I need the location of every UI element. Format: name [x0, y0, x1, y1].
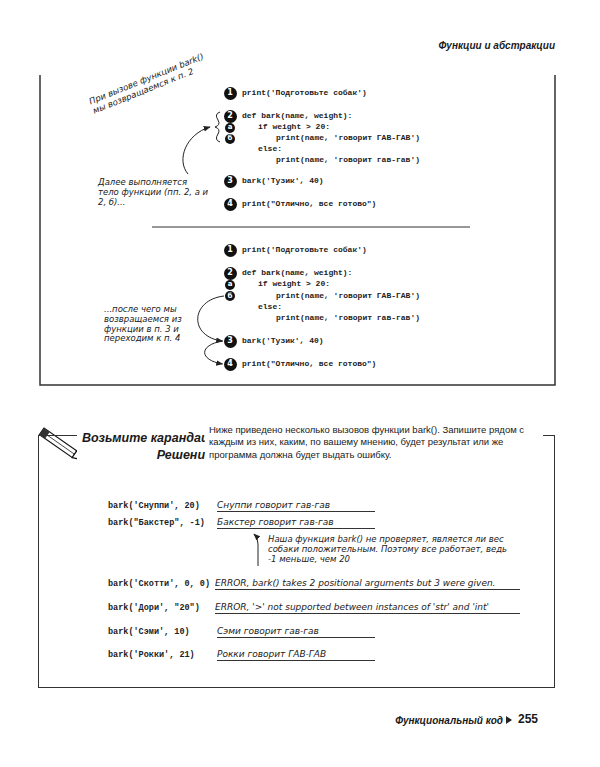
callout-number: 4 [224, 358, 237, 371]
code-line: if weight > 20: [258, 122, 330, 131]
exercise-frame: Возьмите карандаш РешениеНиже приведено … [38, 435, 555, 688]
callout-text: 1 [227, 89, 233, 97]
answer: Снуппи говорит гав-гав [217, 500, 375, 512]
function-call: bark('Дори', "20") [108, 604, 200, 614]
callout-text: а [228, 281, 233, 288]
code-line: print('Подготовьте собак') [242, 245, 367, 254]
code-line: print(name, 'говорит ГАВ-ГАВ') [276, 291, 420, 300]
answer: Бакстер говорит гав-гав [217, 517, 375, 529]
callout-text: б [228, 135, 233, 142]
annotation: ...после чего мы возвращаемся из функции… [104, 305, 190, 344]
callout-text: 2 [227, 269, 233, 277]
footer-triangle [506, 716, 512, 724]
answer: ERROR, '>' not supported between instanc… [215, 602, 520, 614]
page-number: 255 [518, 713, 538, 727]
callout-number: а [225, 123, 235, 133]
page-header: Функции и абстракции [439, 40, 555, 52]
flow-arrow [198, 296, 224, 341]
callout-text: 4 [227, 360, 233, 368]
callout-number: 2 [224, 267, 237, 280]
callout-number: 1 [224, 87, 237, 100]
callout-number: б [225, 291, 235, 301]
leader-arrow [183, 127, 210, 174]
exercise-heading: Возьмите карандаш Решение [77, 430, 215, 464]
function-call: bark('Снуппи', 20) [108, 502, 200, 512]
annotation: Далее выполняется тело функции (пп. 2, а… [98, 178, 210, 207]
callout-number: б [225, 134, 235, 144]
code-line: print("Отлично, все готово") [242, 199, 376, 208]
function-call: bark('Рокки', 21) [108, 651, 195, 661]
callout-text: 1 [227, 246, 233, 254]
callout-text: 3 [227, 337, 233, 345]
answer: ERROR, bark() takes 2 positional argumen… [215, 578, 520, 590]
code-line: def bark(name, weight): [242, 268, 352, 277]
note-arrow [254, 534, 258, 566]
callout-text: б [228, 293, 233, 300]
annotation: При вызове функции bark() мы возвращаемс… [88, 49, 218, 117]
code-line: else: [258, 302, 282, 311]
function-call: bark("Бакстер", -1) [108, 519, 205, 529]
top-frame [40, 75, 555, 385]
code-line: def bark(name, weight): [242, 111, 352, 120]
callout-number: 2 [224, 110, 237, 123]
code-line: print("Отлично, все готово") [242, 359, 376, 368]
callout-text: а [228, 124, 233, 131]
answer: Сэми говорит гав-гав [217, 626, 375, 638]
callout-number: 3 [224, 335, 237, 348]
callout-number: 3 [224, 175, 237, 188]
exercise-instruction: Ниже приведено несколько вызовов функции… [205, 422, 543, 463]
callout-text: 2 [227, 112, 233, 120]
flow-arrow [205, 341, 223, 364]
callout-text: 4 [227, 200, 233, 208]
answer: Рокки говорит ГАВ-ГАВ [217, 649, 375, 661]
callout-number: 4 [224, 198, 237, 211]
code-line: print(name, 'говорит гав-гав') [276, 155, 420, 164]
code-line: print(name, 'говорит гав-гав') [276, 313, 420, 322]
callout-number: 1 [224, 244, 237, 257]
code-line: print(name, 'говорит ГАВ-ГАВ') [276, 133, 420, 142]
curly-brace [215, 112, 220, 142]
code-line: else: [258, 144, 282, 153]
code-line: bark('Тузик', 40) [242, 336, 324, 345]
code-line: bark('Тузик', 40) [242, 176, 324, 185]
callout-text: 3 [227, 177, 233, 185]
note: Наша функция bark() не проверяет, являет… [268, 535, 508, 564]
function-call: bark('Скотти', 0, 0) [108, 580, 210, 590]
function-call: bark('Сэми', 10) [108, 628, 190, 638]
callout-number: а [225, 280, 235, 290]
code-line: if weight > 20: [258, 279, 330, 288]
footer-title: Функциональный код [395, 715, 503, 727]
divider-line [152, 226, 470, 227]
code-line: print('Подготовьте собак') [242, 88, 367, 97]
